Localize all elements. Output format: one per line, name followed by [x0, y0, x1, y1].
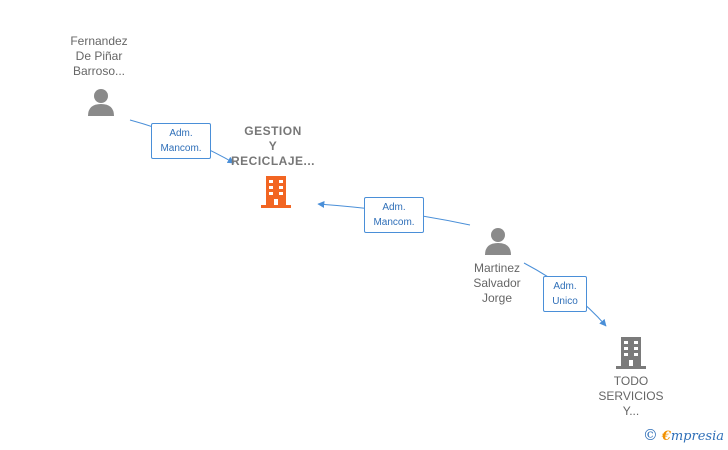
node-label-line: Barroso...	[72, 64, 126, 78]
node-label-person1[interactable]: Fernandez De Piñar Barroso...	[44, 34, 154, 79]
node-label-line: Fernandez	[70, 34, 128, 48]
brand-logo-initial: €	[661, 429, 671, 444]
building-icon[interactable]	[616, 337, 646, 369]
node-label-line: De Piñar	[75, 49, 123, 63]
node-label-line: Jorge	[481, 291, 513, 305]
node-label-line: Martinez	[473, 261, 520, 275]
building-icon[interactable]	[261, 176, 291, 208]
node-label-line: GESTION	[244, 124, 302, 138]
node-label-line: Salvador	[473, 276, 521, 290]
node-label-line: TODO	[613, 374, 649, 388]
node-label-line: Y	[268, 139, 278, 153]
node-label-line: Y...	[622, 404, 640, 418]
node-label-company2[interactable]: TODO SERVICIOS Y...	[576, 374, 686, 419]
edge-label-line: Mancom.	[373, 217, 415, 228]
edge-label-line: Unico	[552, 296, 578, 307]
node-label-line: RECICLAJE...	[230, 154, 315, 168]
person-icon[interactable]	[88, 89, 114, 116]
node-label-line: SERVICIOS	[598, 389, 664, 403]
edge-label-person1-company1[interactable]: Adm. Mancom.	[151, 123, 211, 159]
brand-watermark: ©€mpresia	[643, 426, 724, 444]
person-icon[interactable]	[485, 228, 511, 255]
edge-label-line: Mancom.	[160, 143, 202, 154]
edge-label-person2-company2[interactable]: Adm. Unico	[543, 276, 587, 312]
edge-label-person2-company1[interactable]: Adm. Mancom.	[364, 197, 424, 233]
node-label-person2[interactable]: Martinez Salvador Jorge	[442, 261, 552, 306]
edge-label-line: Adm.	[382, 202, 406, 213]
edge-label-line: Adm.	[553, 281, 577, 292]
edge-label-line: Adm.	[169, 128, 193, 139]
copyright-symbol: ©	[642, 426, 658, 444]
node-label-company1[interactable]: GESTION Y RECICLAJE...	[218, 124, 328, 169]
brand-logo-text: mpresia	[670, 429, 724, 444]
